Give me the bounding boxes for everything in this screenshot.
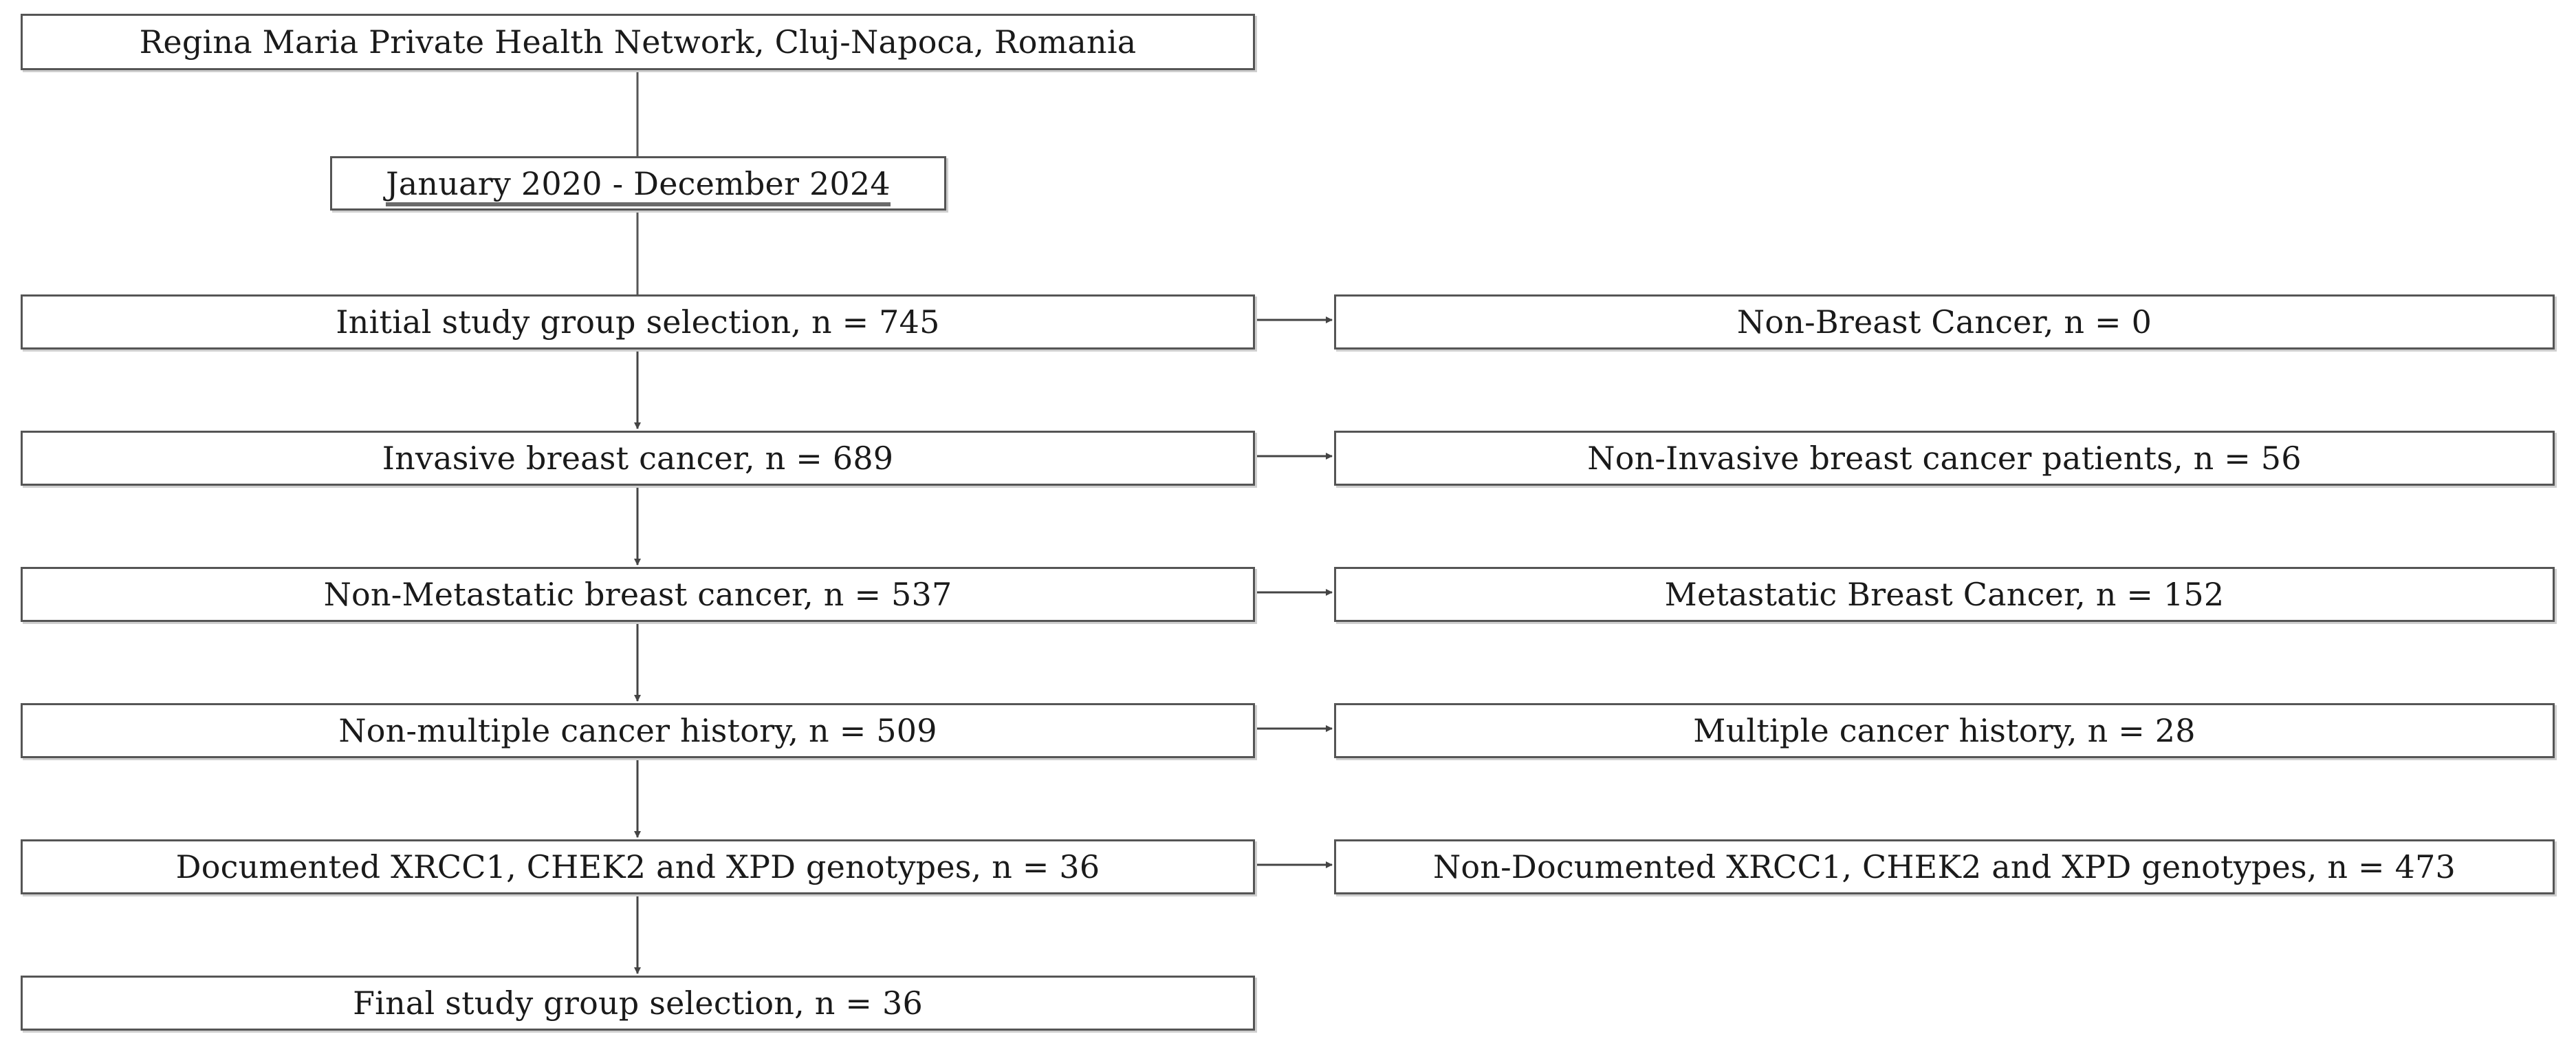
non-documented-genotypes-label: Non-Documented XRCC1, CHEK2 and XPD geno… (1432, 848, 2456, 885)
final-selection-label: Final study group selection, n = 36 (353, 985, 923, 1022)
non-multiple-label: Non-multiple cancer history, n = 509 (338, 712, 937, 749)
non-metastatic-label: Non-Metastatic breast cancer, n = 537 (323, 576, 952, 613)
metastatic-label: Metastatic Breast Cancer, n = 152 (1664, 576, 2225, 613)
source-box: Regina Maria Private Health Network, Clu… (21, 14, 1255, 70)
non-breast-box: Non-Breast Cancer, n = 0 (1334, 294, 2555, 349)
final-selection-box: Final study group selection, n = 36 (21, 976, 1255, 1031)
invasive-box: Invasive breast cancer, n = 689 (21, 431, 1255, 486)
multiple-history-box: Multiple cancer history, n = 28 (1334, 703, 2555, 758)
non-multiple-box: Non-multiple cancer history, n = 509 (21, 703, 1255, 758)
non-invasive-box: Non-Invasive breast cancer patients, n =… (1334, 431, 2555, 486)
metastatic-box: Metastatic Breast Cancer, n = 152 (1334, 567, 2555, 622)
period-label: January 2020 - December 2024 (386, 168, 891, 206)
non-metastatic-box: Non-Metastatic breast cancer, n = 537 (21, 567, 1255, 622)
documented-genotypes-box: Documented XRCC1, CHEK2 and XPD genotype… (21, 839, 1255, 894)
invasive-label: Invasive breast cancer, n = 689 (382, 440, 894, 477)
non-documented-genotypes-box: Non-Documented XRCC1, CHEK2 and XPD geno… (1334, 839, 2555, 894)
initial-selection-label: Initial study group selection, n = 745 (336, 303, 940, 341)
initial-selection-box: Initial study group selection, n = 745 (21, 294, 1255, 349)
non-breast-label: Non-Breast Cancer, n = 0 (1736, 303, 2152, 341)
period-box: January 2020 - December 2024 (330, 156, 946, 211)
multiple-history-label: Multiple cancer history, n = 28 (1693, 712, 2196, 749)
documented-genotypes-label: Documented XRCC1, CHEK2 and XPD genotype… (175, 848, 1100, 885)
non-invasive-label: Non-Invasive breast cancer patients, n =… (1587, 440, 2302, 477)
source-label: Regina Maria Private Health Network, Clu… (139, 23, 1137, 61)
